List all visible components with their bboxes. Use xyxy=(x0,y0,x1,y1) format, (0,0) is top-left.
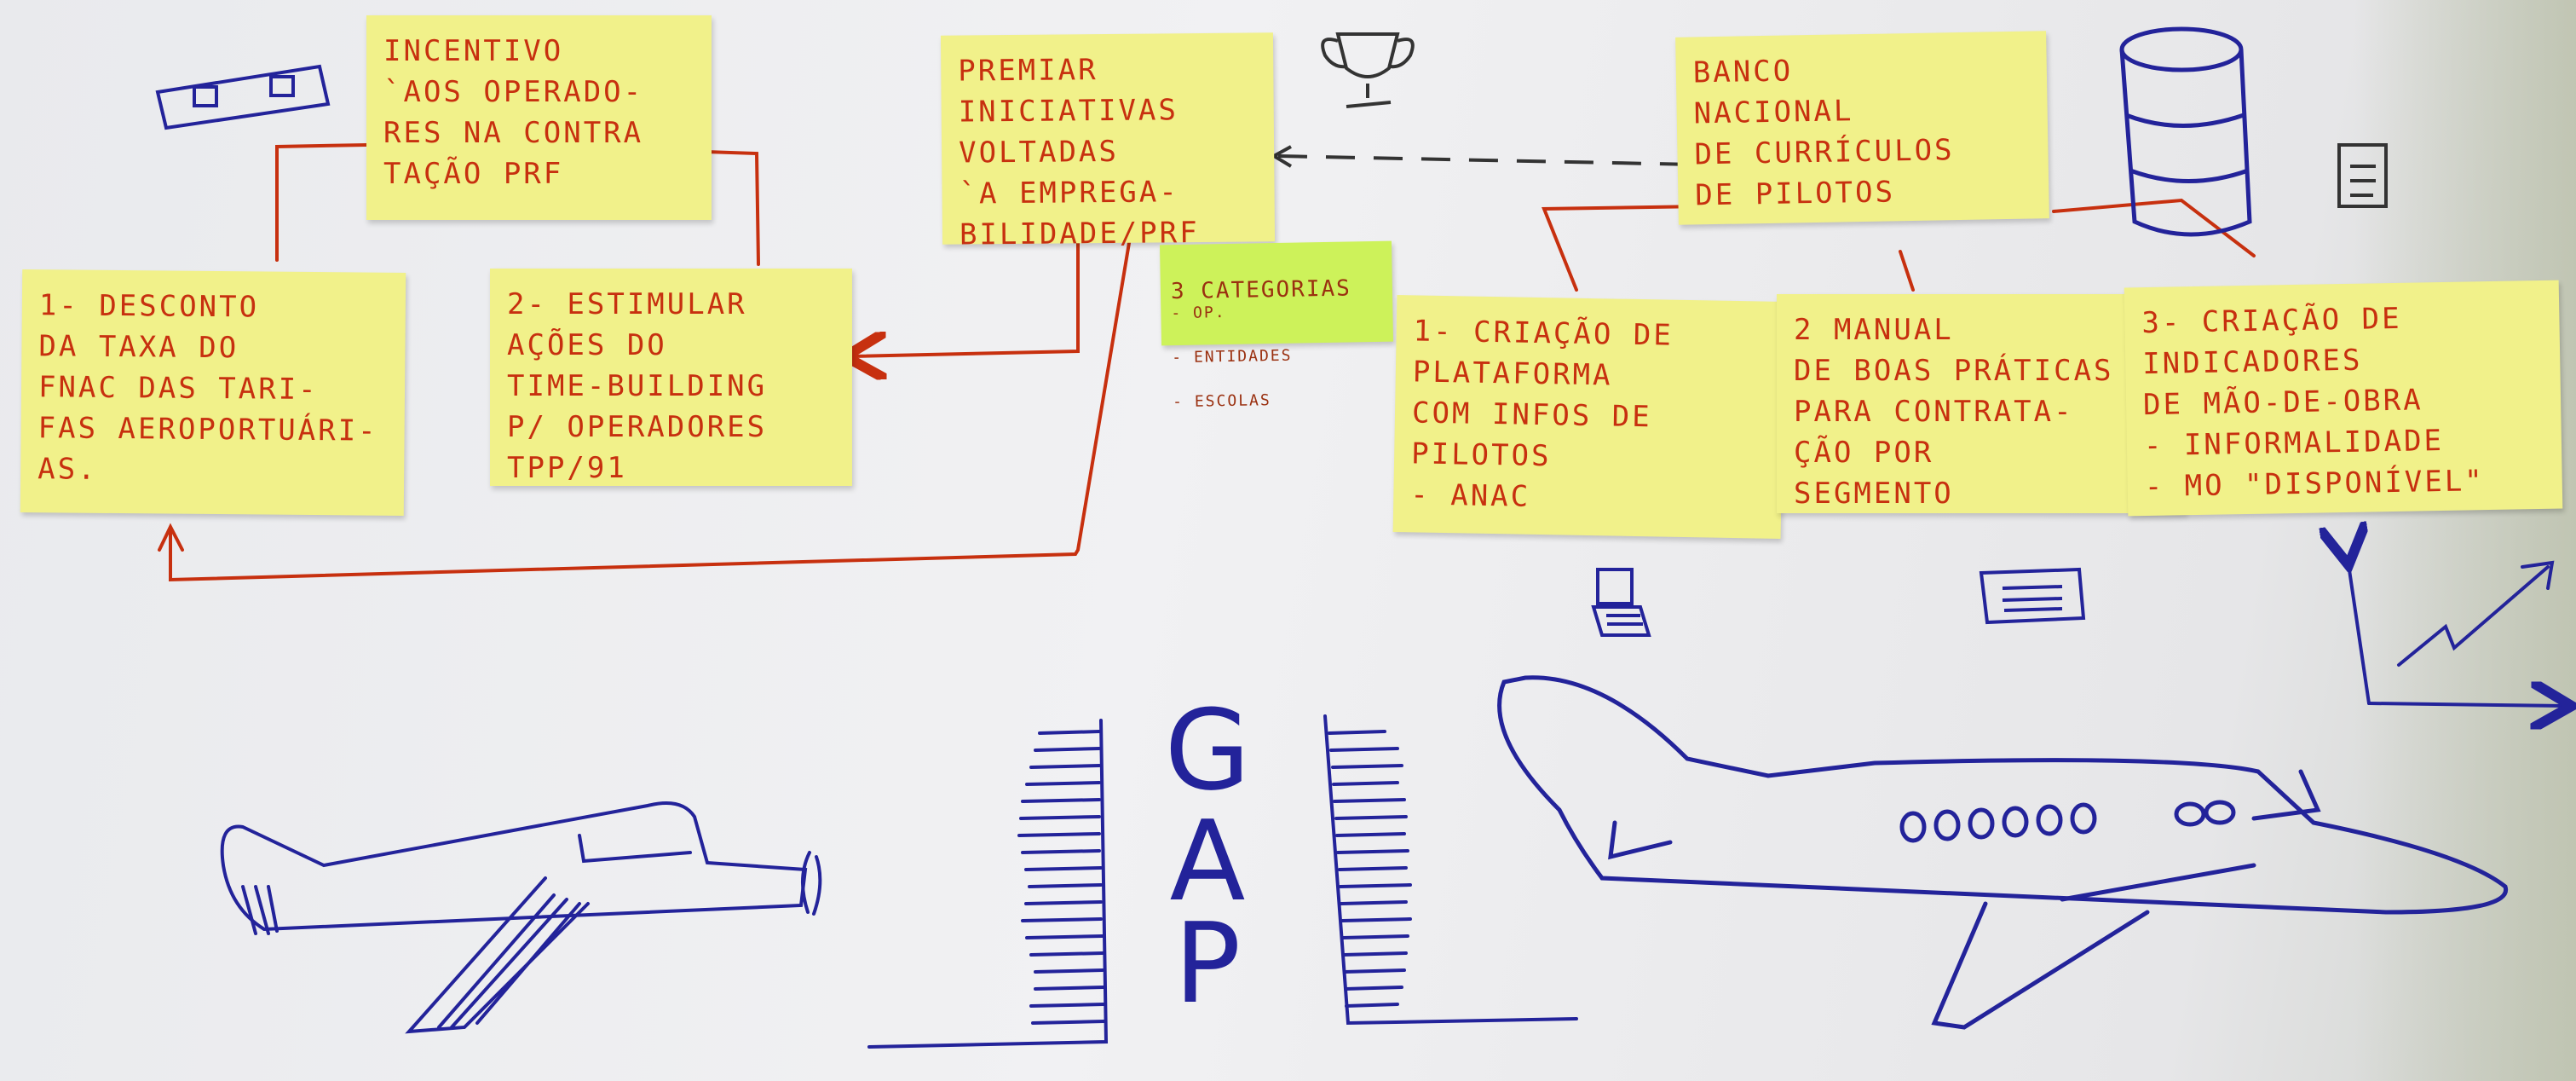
book-icon xyxy=(1979,567,2086,625)
growth-chart-icon xyxy=(2348,558,2565,706)
note-3-categorias: 3 CATEGORIAS - OP. - ENTIDADES - ESCOLAS xyxy=(1159,240,1394,411)
note-criacao-indicadores: 3- CRIAÇÃO DE INDICADORES DE MÃO-DE-OBRA… xyxy=(2124,280,2563,517)
categorias-item: - OP. xyxy=(1171,303,1226,323)
categorias-item: - ESCOLAS xyxy=(1173,391,1271,412)
gap-letter: G xyxy=(1164,685,1251,815)
dashed-double-arrow xyxy=(1270,145,1704,176)
note-estimular-time-building: 2- ESTIMULAR AÇÕES DO TIME-BUILDING P/ O… xyxy=(490,269,852,486)
red-connectors xyxy=(158,143,2256,582)
categorias-item: - ENTIDADES xyxy=(1172,346,1293,367)
note-banco-nacional: BANCO NACIONAL DE CURRÍCULOS DE PILOTOS xyxy=(1675,31,2049,225)
note-premiar-iniciativas: PREMIAR INICIATIVAS VOLTADAS `A EMPREGA-… xyxy=(940,32,1276,252)
note-criacao-plataforma: 1- CRIAÇÃO DE PLATAFORMA COM INFOS DE PI… xyxy=(1392,295,1785,539)
gap-wall-right xyxy=(1323,714,1578,1026)
note-desconto-fnac: 1- DESCONTO DA TAXA DO FNAC DAS TARI- FA… xyxy=(20,269,406,516)
jet-airplane-icon xyxy=(1497,675,2509,1030)
note-manual-boas-praticas: 2 MANUAL DE BOAS PRÁTICAS PARA CONTRATA-… xyxy=(1777,294,2186,513)
trophy-icon xyxy=(1321,32,1415,108)
document-icon xyxy=(2337,143,2388,208)
gap-letter: A xyxy=(1169,796,1246,926)
board-edge xyxy=(2354,0,2576,1081)
money-icon xyxy=(155,64,331,130)
database-icon xyxy=(2119,26,2252,237)
gap-letter: P xyxy=(1173,899,1242,1028)
laptop-icon xyxy=(1591,568,1651,637)
categorias-title: 3 CATEGORIAS xyxy=(1170,275,1352,305)
gap-wall-left xyxy=(867,719,1109,1049)
note-incentivo: INCENTIVO `AOS OPERADO- RES NA CONTRA TA… xyxy=(366,15,712,220)
small-airplane-icon xyxy=(220,801,822,1034)
